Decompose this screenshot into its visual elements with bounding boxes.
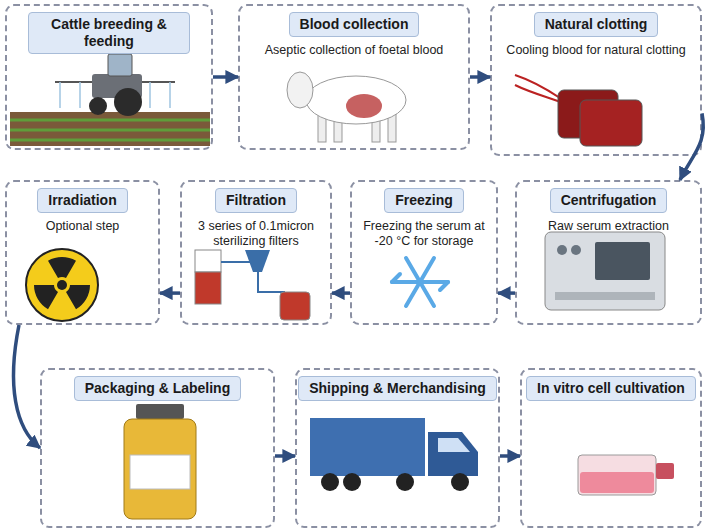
- radiation-center: [57, 280, 67, 290]
- radiation-blade: [34, 285, 58, 309]
- step-title: Packaging & Labeling: [74, 376, 241, 401]
- centrifuge-screen: [595, 242, 650, 280]
- spray: [169, 82, 171, 108]
- flow-arrow: [498, 291, 515, 295]
- radiation-blade: [48, 257, 76, 278]
- process-box: In vitro cell cultivation: [520, 368, 702, 528]
- flow-arrow: [275, 454, 295, 458]
- process-box: Cattle breeding & feeding: [5, 4, 213, 150]
- step-title: Filtration: [215, 188, 297, 213]
- truck-cab: [428, 432, 478, 476]
- process-box: Blood collectionAseptic collection of fo…: [238, 4, 470, 150]
- filter-column: [195, 250, 221, 272]
- blood-bag: [580, 100, 642, 146]
- spray: [59, 82, 61, 108]
- bottle-cap: [136, 404, 184, 419]
- process-box: FreezingFreezing the serum at -20 °C for…: [350, 180, 498, 325]
- filter-column: [195, 272, 221, 304]
- step-description: Freezing the serum at -20 °C for storage: [352, 219, 496, 250]
- crop-row: [10, 139, 210, 142]
- flow-arrow: [500, 454, 520, 458]
- filter-funnel: [245, 250, 270, 272]
- crop-row: [10, 119, 210, 122]
- serum-bottle: [124, 404, 196, 519]
- truck-wheel: [343, 473, 361, 491]
- snowflake-arm: [406, 258, 434, 306]
- filter-tube: [221, 261, 250, 263]
- radiation-disc: [26, 249, 98, 321]
- step-title: Natural clotting: [534, 12, 659, 37]
- centrifuge-knob: [571, 245, 581, 255]
- centrifuge-body: [545, 232, 665, 310]
- bottle-label: [130, 455, 190, 489]
- centrifuge-base: [555, 292, 655, 300]
- filter-tube: [258, 272, 285, 292]
- radiation-blade: [66, 285, 90, 309]
- cow: [287, 72, 406, 142]
- foetus-mark: [346, 94, 382, 118]
- step-description: 3 series of 0.1micron sterilizing filter…: [182, 219, 330, 250]
- tractor-cab: [108, 54, 132, 76]
- truck-wheel: [451, 473, 469, 491]
- tractor-field: [10, 54, 210, 146]
- flow-arrow: [14, 325, 40, 448]
- centrifuge: [545, 232, 665, 310]
- tractor-wheel: [114, 88, 142, 116]
- step-title: In vitro cell cultivation: [526, 376, 696, 401]
- spray: [149, 82, 151, 108]
- step-description: Optional step: [38, 219, 128, 235]
- flow-arrow: [160, 291, 180, 295]
- flow-arrow: [680, 113, 703, 180]
- blood-bags: [515, 75, 642, 146]
- step-title: Cattle breeding & feeding: [28, 12, 190, 54]
- process-box: CentrifugationRaw serum extraction: [515, 180, 702, 325]
- cow-head: [287, 72, 313, 108]
- process-box: Shipping & Merchandising: [295, 368, 500, 528]
- centrifuge-knob: [557, 245, 567, 255]
- radiation-symbol: [26, 249, 98, 321]
- step-title: Irradiation: [37, 188, 127, 213]
- process-box: Packaging & Labeling: [40, 368, 275, 528]
- snowflake-arm: [406, 258, 434, 306]
- flow-arrow: [470, 75, 490, 79]
- truck: [310, 418, 478, 491]
- snowflake-branch: [440, 282, 448, 290]
- truck-window: [438, 438, 470, 452]
- culture-flask: [578, 455, 674, 495]
- step-description: Cooling blood for natural clotting: [498, 43, 693, 59]
- process-box: Natural clottingCooling blood for natura…: [490, 4, 702, 156]
- filter-bottle: [280, 292, 310, 320]
- bottle-body: [124, 419, 196, 519]
- process-box: IrradiationOptional step: [5, 180, 160, 325]
- truck-wheel: [321, 473, 339, 491]
- truck-trailer: [310, 418, 425, 476]
- flow-arrow: [332, 291, 350, 295]
- step-description: Aseptic collection of foetal blood: [257, 43, 452, 59]
- flow-arrow: [213, 75, 238, 79]
- cow-body: [306, 76, 406, 124]
- spray: [79, 82, 81, 108]
- flask-cap: [656, 463, 674, 479]
- process-box: Filtration 3 series of 0.1micron steriliz…: [180, 180, 332, 325]
- flask-body: [578, 455, 656, 495]
- step-title: Centrifugation: [550, 188, 668, 213]
- tractor-wheel: [89, 97, 107, 115]
- snowflake-branch: [392, 274, 400, 282]
- flask-medium: [580, 472, 654, 493]
- step-description: Raw serum extraction: [540, 219, 677, 235]
- step-title: Freezing: [384, 188, 464, 213]
- snowflake: [392, 258, 448, 306]
- step-title: Blood collection: [289, 12, 420, 37]
- step-title: Shipping & Merchandising: [298, 376, 497, 401]
- crop-row: [10, 129, 210, 132]
- truck-wheel: [396, 473, 414, 491]
- field-soil: [10, 112, 210, 146]
- filter-unit: [195, 250, 310, 320]
